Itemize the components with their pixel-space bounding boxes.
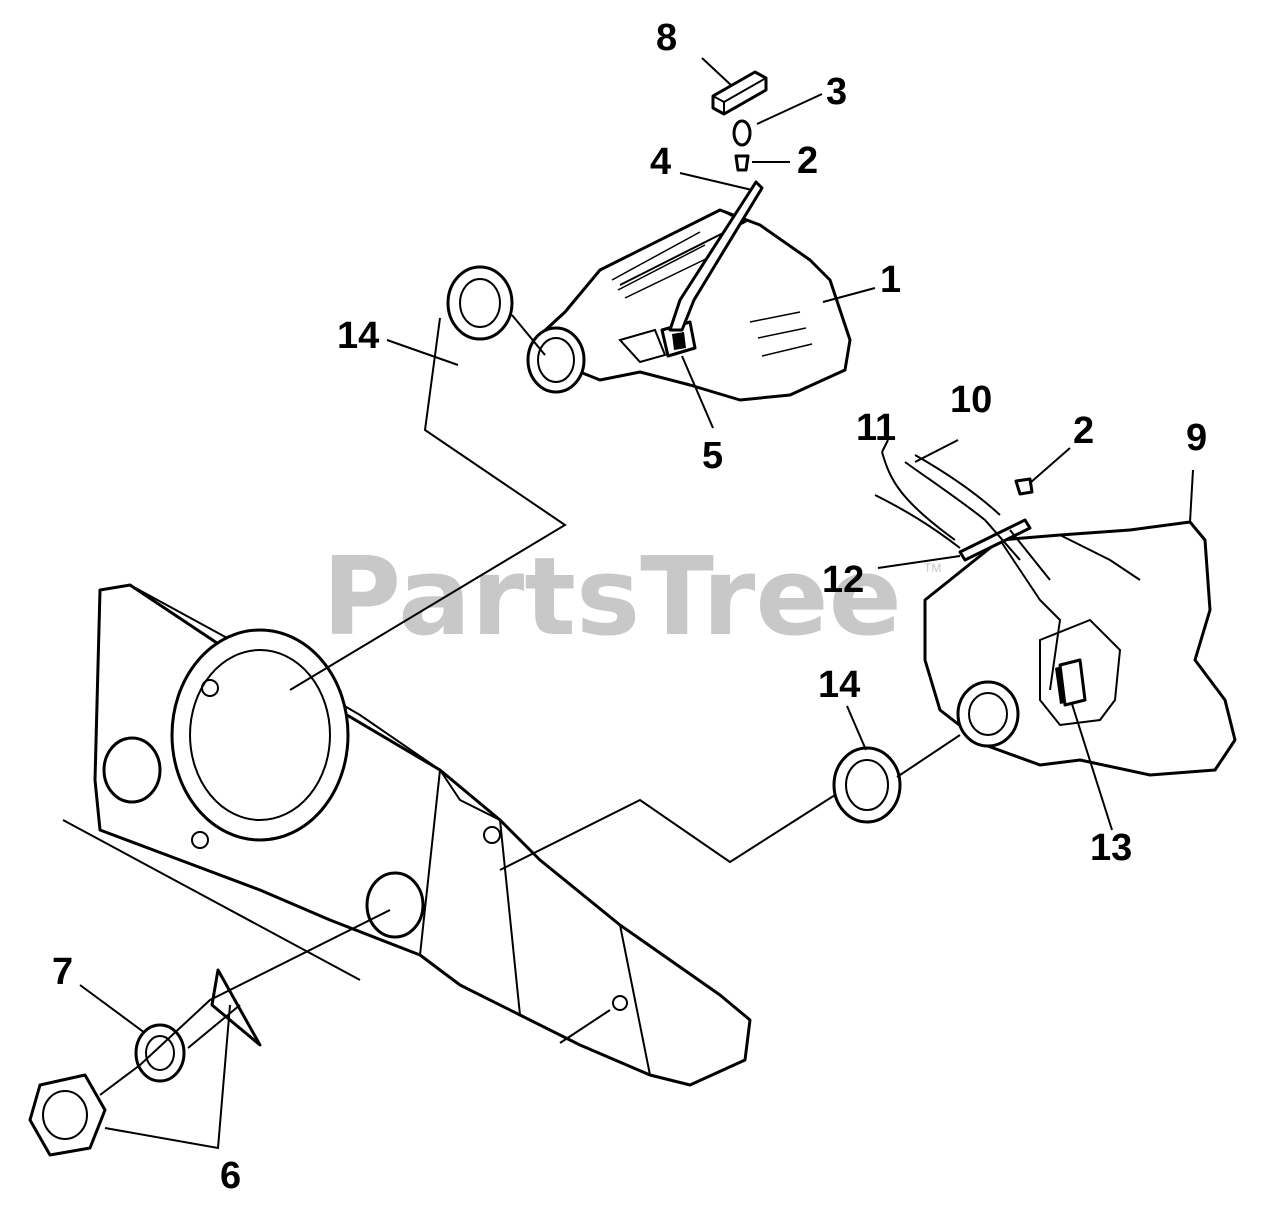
callout-3: 3	[826, 71, 847, 113]
callout-4: 4	[650, 141, 671, 183]
callout-labels: 8 3 2 4 1 14 5 10 11 2 9 12 14 13 7 6	[52, 17, 1207, 1197]
hose-part-4[interactable]	[668, 180, 764, 332]
gasket-part-14-lower[interactable]	[832, 746, 902, 824]
callout-9: 9	[1186, 417, 1207, 459]
callout-11: 11	[856, 407, 896, 449]
callout-2-right: 2	[1073, 410, 1094, 452]
valve-part-2-right[interactable]	[1014, 477, 1034, 496]
gasket-part-14-upper[interactable]	[446, 265, 514, 341]
watermark-trademark: TM	[924, 561, 941, 575]
oil-tank-part-1[interactable]	[538, 208, 852, 402]
callout-12: 12	[822, 559, 864, 601]
fuel-tank-neck-ring	[956, 680, 1020, 748]
callout-13: 13	[1090, 827, 1132, 869]
callout-8: 8	[656, 17, 677, 59]
element-part-8[interactable]	[711, 70, 768, 116]
callout-5: 5	[702, 435, 723, 477]
watermark-text: PartsTree	[322, 535, 902, 660]
fuel-line-part-11[interactable]	[874, 451, 961, 549]
clamp-part-12[interactable]	[958, 518, 1051, 581]
ring-part-3[interactable]	[732, 119, 752, 147]
filter-part-13[interactable]	[1058, 658, 1087, 707]
callout-leaders	[79, 57, 1194, 1150]
callout-10: 10	[950, 379, 992, 421]
callout-14-upper: 14	[337, 315, 379, 357]
seal-part-7[interactable]	[134, 1023, 186, 1083]
callout-1: 1	[880, 259, 901, 301]
valve-part-2-upper[interactable]	[734, 154, 750, 172]
callout-2-upper: 2	[797, 140, 818, 182]
crankcase-housing	[93, 583, 752, 1087]
callout-6: 6	[220, 1155, 241, 1197]
callout-14-lower: 14	[818, 664, 860, 706]
callout-7: 7	[52, 951, 73, 993]
oil-tank-neck-ring	[526, 326, 586, 394]
assembly-lines	[62, 314, 961, 1096]
fuel-line-part-10[interactable]	[904, 454, 1021, 561]
